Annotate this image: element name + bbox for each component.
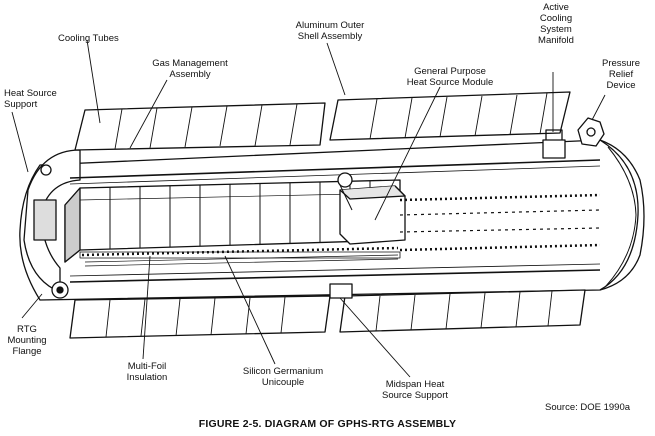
unicouple-band: [79, 251, 401, 259]
end-cap: [599, 139, 645, 291]
upper-cooling-fins: [74, 91, 571, 151]
label-general-purpose-heat-source: General Purpose Heat Source Module: [406, 66, 494, 88]
cooling-tube-top: [69, 159, 601, 179]
multi-foil-insulation: [84, 254, 399, 263]
label-silicon-germanium-unicouple: Silicon Germanium Unicouple: [242, 366, 324, 388]
label-active-cooling-manifold: Active Cooling System Manifold: [538, 2, 574, 46]
gas-management-assembly: [337, 172, 353, 188]
label-aluminum-outer-shell: Aluminum Outer Shell Assembly: [295, 20, 365, 42]
label-midspan-heat-source-support: Midspan Heat Source Support: [381, 379, 448, 401]
label-multi-foil-insulation: Multi-Foil Insulation: [126, 361, 168, 383]
lower-cooling-fins: [69, 289, 586, 339]
label-pressure-relief: Pressure Relief Device: [601, 58, 640, 91]
label-cooling-tubes: Cooling Tubes: [58, 33, 119, 44]
label-rtg-mounting-flange: RTG Mounting Flange: [7, 324, 47, 357]
label-gas-management: Gas Management Assembly: [152, 58, 228, 80]
cooling-tube-bottom: [69, 269, 601, 283]
active-cooling-manifold: [542, 139, 566, 159]
midspan-support: [329, 283, 353, 299]
source-note: Source: DOE 1990a: [545, 402, 631, 413]
figure-caption: FIGURE 2-5. DIAGRAM OF GPHS-RTG ASSEMBLY: [198, 418, 457, 430]
label-heat-source-support: Heat Source Support: [4, 88, 57, 110]
